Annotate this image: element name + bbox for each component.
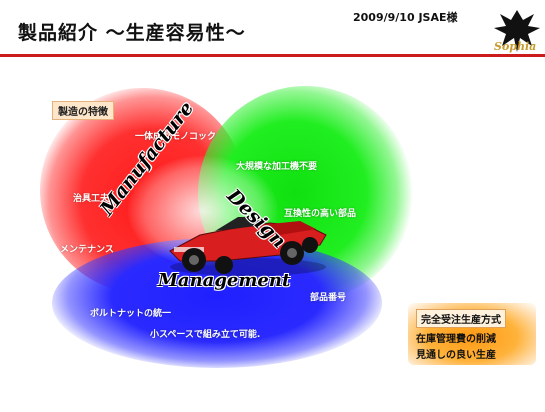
production-method-line: 見通しの良い生産 [416,350,496,361]
race-car-image [169,217,327,276]
feature-label: メンテナンス [60,245,114,255]
production-method-title: 完全受注生産方式 [416,309,506,328]
date-label: 2009/9/10 JSAE様 [353,11,458,24]
feature-label: 互換性の高い部品 [284,209,357,219]
logo-text: Sophia [494,40,536,53]
feature-label: ボルトナットの統一 [90,309,172,319]
slide-title: 製品紹介 ～生産容易性～ [18,22,246,44]
section-tag: 製造の特徴 [52,101,114,120]
feature-label: 小スペースで組み立て可能. [150,330,261,340]
feature-label: 大規模な加工機不要 [236,162,318,172]
production-method-line: 在庫管理費の削減 [416,334,496,345]
header-divider [0,54,545,57]
feature-label: 部品番号 [310,293,347,303]
feature-label: 一体成型モノコック [135,132,217,142]
management-word: Management [158,270,291,291]
feature-label: 治具工夫 [73,194,110,204]
team-logo: Sophia [494,10,540,53]
